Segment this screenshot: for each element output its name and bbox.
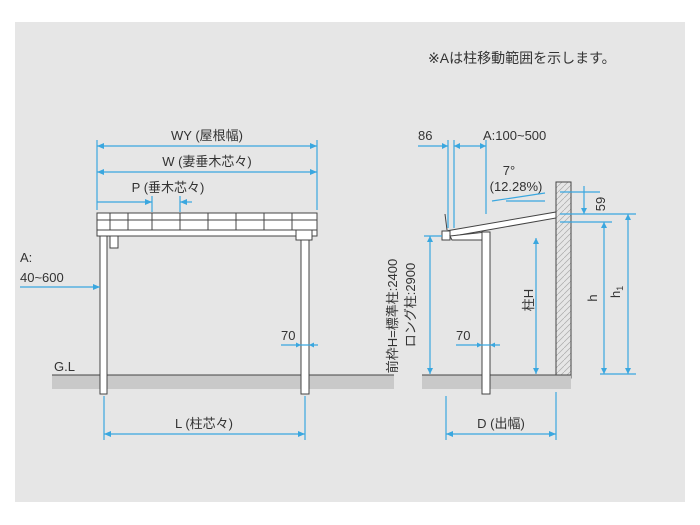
h1-label: h1	[608, 286, 625, 298]
post-bracket-left	[109, 235, 119, 249]
l-label: L (柱芯々)	[175, 416, 233, 431]
front-post-right	[300, 235, 310, 395]
h-label: h	[585, 294, 600, 301]
gl-label: G.L	[54, 359, 75, 374]
offset-86-label: 86	[418, 128, 432, 143]
p-label: P (垂木芯々)	[132, 180, 205, 195]
d-label: D (出幅)	[477, 416, 525, 431]
post-width-label-side: 70	[456, 328, 470, 343]
front-beam	[96, 229, 318, 237]
a-range-front: 40~600	[20, 270, 64, 285]
a-range-side: A:100~500	[483, 128, 546, 143]
front-view: G.L WY (屋根幅) W (妻垂木芯々)	[20, 128, 394, 440]
frame-h-long: ロング柱:2900	[403, 263, 418, 348]
slope-degree: 7°	[503, 163, 515, 178]
a-label-front: A:	[20, 250, 32, 265]
frame-h-standard: 前枠H=標準柱:2400	[385, 259, 400, 374]
house-wall	[555, 181, 572, 379]
wy-label: WY (屋根幅)	[171, 128, 243, 143]
post-width-label-front: 70	[281, 328, 295, 343]
ground-side	[422, 375, 571, 389]
post-h-label: 柱H	[521, 289, 536, 311]
side-post	[481, 231, 491, 395]
carport-diagram: ※Aは柱移動範囲を示します。 G.L WY (屋根幅	[20, 50, 636, 440]
note-text: ※Aは柱移動範囲を示します。	[428, 50, 616, 66]
dim-59-label: 59	[593, 197, 608, 211]
rafter-ticks	[109, 213, 293, 230]
roof-side	[445, 211, 557, 238]
front-post-left	[99, 235, 108, 395]
w-label: W (妻垂木芯々)	[162, 154, 252, 169]
drawing-area: ※Aは柱移動範囲を示します。 G.L WY (屋根幅	[15, 22, 685, 502]
front-frame	[441, 230, 451, 241]
roof-panel-front	[96, 212, 318, 231]
slope-percent: (12.28%)	[490, 179, 543, 194]
side-view: 7° (12.28%) 86 A:100~500 59 h h1	[385, 128, 636, 440]
